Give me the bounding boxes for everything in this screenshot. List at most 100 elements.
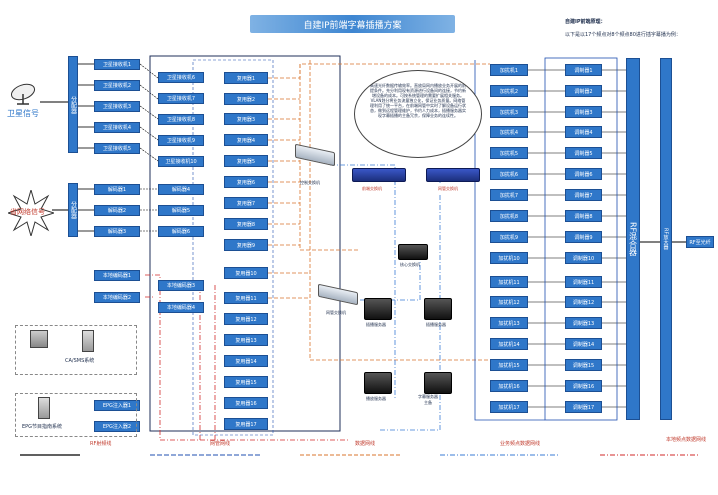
receiver-b-2: 卫星接收机7 [158, 93, 204, 104]
callout-cloud: 高速光纤数据传输效率。直放局网内播放业务开展的前提条件。充分利用现有资源进行设备… [354, 70, 482, 158]
muxer-4: 复用器4 [224, 134, 268, 146]
modulator-9: 调制器9 [565, 231, 602, 243]
decoder-b-2: 解码器5 [158, 205, 204, 216]
muxer-7: 复用器7 [224, 197, 268, 209]
scrambler-16: 加扰机16 [490, 380, 528, 392]
mgmt2-switch-label: 网管交换机 [438, 186, 458, 191]
scrambler-7: 加扰机7 [490, 189, 528, 201]
scrambler-10: 加扰机10 [490, 252, 528, 264]
epg-system-frame [15, 393, 137, 437]
legend-rf: RF射频线 [90, 441, 112, 447]
decoder-1: 解码器1 [94, 184, 140, 195]
satellite-signal-label: 卫星信号 [7, 109, 39, 118]
decoder-3: 解码器3 [94, 226, 140, 237]
decoder-b-1: 解码器4 [158, 184, 204, 195]
server4-icon [424, 372, 452, 394]
modulator-8: 调制器8 [565, 210, 602, 222]
muxer-14: 复用器14 [224, 355, 268, 367]
modulator-7: 调制器7 [565, 189, 602, 201]
computer-icon [30, 330, 48, 348]
modulator-10: 调制器10 [565, 252, 602, 264]
muxer-12: 复用器12 [224, 313, 268, 325]
satellite-dish-icon [8, 82, 38, 106]
local-encoder-b-2: 本地编码器4 [158, 302, 204, 313]
rf-mixer: RF混合器 [626, 58, 640, 420]
network-signal-label: 省网络信号 [10, 208, 45, 216]
muxer-17: 复用器17 [224, 418, 268, 430]
receiver-b-4: 卫星接收机9 [158, 135, 204, 146]
scrambler-2: 加扰机2 [490, 85, 528, 97]
modulator-17: 调制器17 [565, 401, 602, 413]
muxer-2: 复用器2 [224, 93, 268, 105]
modulator-14: 调制器14 [565, 338, 602, 350]
modulator-1: 调制器1 [565, 64, 602, 76]
muxer-15: 复用器15 [224, 376, 268, 388]
modulator-12: 调制器12 [565, 296, 602, 308]
mgmt-switch-label: 网管交换机 [326, 310, 346, 315]
server1-label: 插播服务器 [366, 322, 386, 327]
scrambler-17: 加扰机17 [490, 401, 528, 413]
receiver-5: 卫星接收机5 [94, 143, 140, 154]
scrambler-5: 加扰机5 [490, 147, 528, 159]
epg-label: EPG节目指南系统 [22, 424, 63, 430]
receiver-4: 卫星接收机4 [94, 122, 140, 133]
scrambler-6: 加扰机6 [490, 168, 528, 180]
legend-service: 业务频点数据网线 [500, 441, 541, 447]
splitter-satellite: 分配器 [68, 56, 78, 153]
receiver-1: 卫星接收机1 [94, 59, 140, 70]
scrambler-12: 加扰机12 [490, 296, 528, 308]
scrambler-3: 加扰机3 [490, 106, 528, 118]
muxer-1: 复用器1 [224, 72, 268, 84]
local-encoder-1: 本地编码器1 [94, 270, 140, 281]
scrambler-4: 加扰机4 [490, 126, 528, 138]
side-note-body: 以下是以17个频点对8个频点80进行插字幕播为例： [565, 32, 681, 38]
control-switch-label: 控制交换机 [300, 180, 320, 185]
server2-icon [424, 298, 452, 320]
page-title: 自建IP前端字幕插播方案 [250, 15, 455, 33]
core-switch-icon [398, 244, 428, 260]
muxer-13: 复用器13 [224, 334, 268, 346]
server3-label: 播放服务器 [366, 396, 386, 401]
legend-data: 数据网线 [355, 441, 376, 447]
legend-local: 本地频点数据网线 [665, 437, 706, 443]
rf-to-fiber: RF至光纤 [686, 236, 714, 248]
modulator-5: 调制器5 [565, 147, 602, 159]
mgmt2-switch-icon [426, 168, 480, 182]
receiver-b-3: 卫星接收机8 [158, 114, 204, 125]
muxer-3: 复用器3 [224, 113, 268, 125]
muxer-11: 复用器11 [224, 292, 268, 304]
modulator-4: 调制器4 [565, 126, 602, 138]
modulator-6: 调制器6 [565, 168, 602, 180]
network-signal-icon [6, 188, 56, 238]
epg-server-icon [38, 397, 50, 419]
core-switch-label: 核心交换机 [400, 262, 420, 267]
modulator-2: 调制器2 [565, 85, 602, 97]
modulator-15: 调制器15 [565, 359, 602, 371]
muxer-10: 复用器10 [224, 267, 268, 279]
decoder-2: 解码器2 [94, 205, 140, 216]
modulator-16: 调制器16 [565, 380, 602, 392]
ca-system-frame [15, 325, 137, 375]
scrambler-8: 加扰机8 [490, 210, 528, 222]
scrambler-9: 加扰机9 [490, 231, 528, 243]
muxer-5: 复用器5 [224, 155, 268, 167]
ca-sms-label: CA/SMS系统 [65, 358, 95, 364]
server-tower-icon [82, 330, 94, 352]
muxer-16: 复用器16 [224, 397, 268, 409]
frontend-switch-icon [352, 168, 406, 182]
splitter-network: 分配器 [68, 183, 78, 237]
local-encoder-b-1: 本地编码器3 [158, 280, 204, 291]
modulator-3: 调制器3 [565, 106, 602, 118]
scrambler-11: 加扰机11 [490, 276, 528, 288]
scrambler-1: 加扰机1 [490, 64, 528, 76]
server3-icon [364, 372, 392, 394]
server1-icon [364, 298, 392, 320]
local-encoder-2: 本地编码器2 [94, 292, 140, 303]
scrambler-13: 加扰机13 [490, 317, 528, 329]
receiver-2: 卫星接收机2 [94, 80, 140, 91]
legend-mgmt: 网管网线 [210, 441, 231, 447]
muxer-9: 复用器9 [224, 239, 268, 251]
server2-label: 插播服务器 [426, 322, 446, 327]
side-note-heading: 自建IP前端原理： [565, 19, 606, 25]
